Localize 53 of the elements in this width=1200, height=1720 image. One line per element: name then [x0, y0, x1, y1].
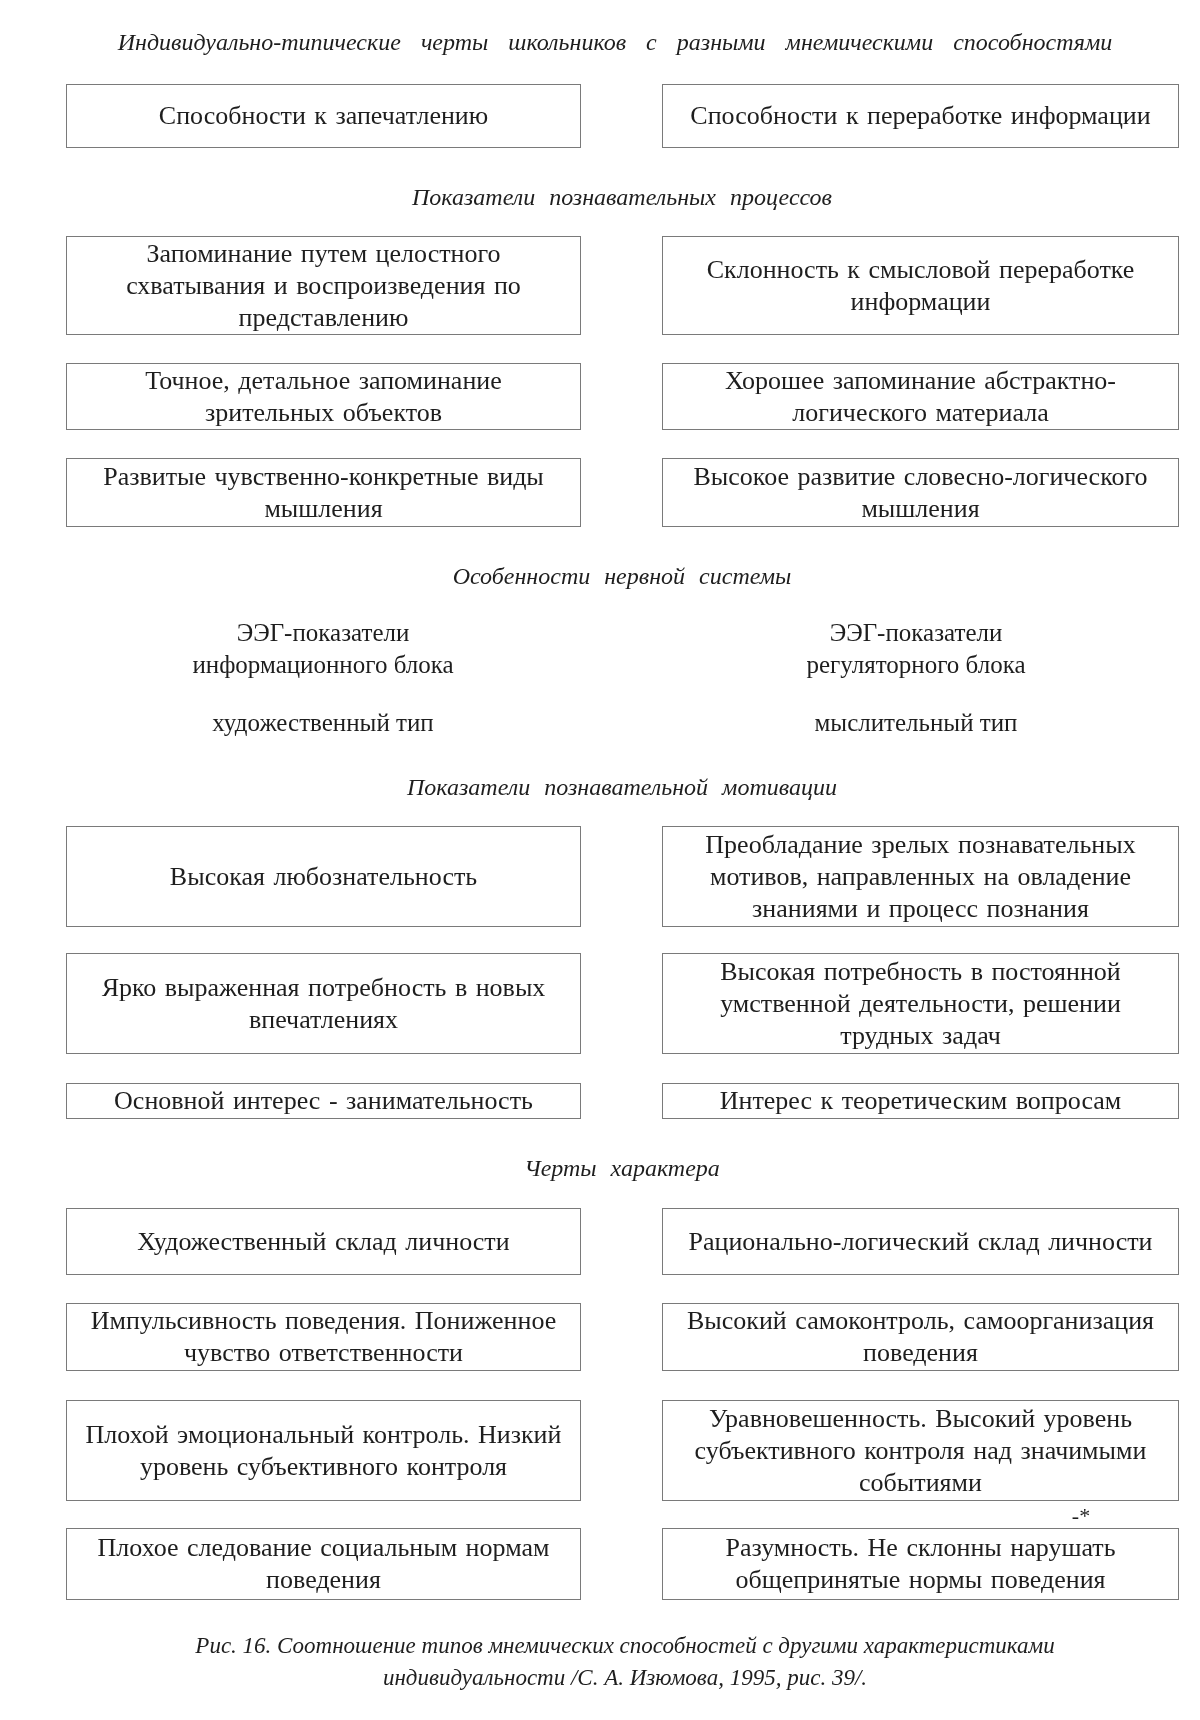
trait-text: Высокая потребность в постоянной умственной деятельности, решении трудных задач	[719, 955, 1122, 1052]
trait-box	[662, 1083, 1179, 1119]
eeg-label: ЭЭГ-показатели информационного блока	[191, 618, 455, 680]
trait-text: Склонность к смысловой переработке информации	[705, 253, 1136, 318]
trait-text: Разумность. Не склонны нарушать общепринятые нормы поведения	[724, 1532, 1117, 1596]
section-heading: Показатели познавательной мотивации	[406, 773, 838, 802]
trait-box	[662, 363, 1179, 430]
trait-box	[66, 363, 581, 430]
trait-box	[662, 953, 1179, 1054]
footnote-mark: -*	[1070, 1502, 1092, 1530]
trait-box	[66, 826, 581, 927]
trait-box	[662, 826, 1179, 927]
trait-box	[662, 458, 1179, 527]
trait-box	[662, 1528, 1179, 1600]
trait-box	[662, 1400, 1179, 1501]
trait-box	[66, 1400, 581, 1501]
figure-caption: Рис. 16. Соотношение типов мнемических способностей с другими характеристиками индивидуальности /С. А. Изюмова, 1995, рис. 39/.	[194, 1632, 1056, 1692]
trait-text: Хорошее запоминание абстрактно-логического материала	[723, 364, 1118, 429]
trait-box	[662, 1208, 1179, 1275]
trait-text: Высокий самоконтроль, самоорганизация поведения	[685, 1305, 1155, 1369]
trait-box	[66, 953, 581, 1054]
trait-text: Уравновешенность. Высокий уровень субъективного контроля над значимыми событиями	[693, 1402, 1148, 1499]
trait-text: Плохой эмоциональный контроль. Низкий уровень субъективного контроля	[85, 1418, 562, 1483]
eeg-label: ЭЭГ-показатели регуляторного блока	[805, 618, 1027, 680]
trait-box	[66, 236, 581, 335]
trait-box	[66, 458, 581, 527]
trait-text: Импульсивность поведения. Пониженное чувство ответственности	[89, 1305, 558, 1369]
trait-text: Плохое следование социальным нормам поведения	[96, 1532, 551, 1596]
trait-text: Запоминание путем целостного схватывания и воспроизведения по представлению	[125, 237, 522, 334]
section-heading: Особенности нервной системы	[451, 562, 793, 591]
trait-text: Преобладание зрелых познавательных мотивов, направленных на овладение знаниями и процесс познания	[704, 828, 1137, 925]
trait-box	[66, 84, 581, 148]
trait-text: Интерес к теоретическим вопросам	[719, 1085, 1122, 1117]
diagram-title: Индивидуально-типические черты школьников с разными мнемическими способностями	[116, 28, 1114, 57]
trait-text: Точное, детальное запоминание зрительных объектов	[144, 364, 503, 429]
trait-box	[66, 1083, 581, 1119]
trait-text: Высокое развитие словесно-логического мышления	[692, 460, 1149, 525]
type-label: художественный тип	[211, 708, 435, 738]
trait-box	[662, 236, 1179, 335]
trait-text: Ярко выраженная потребность в новых впечатлениях	[100, 971, 547, 1036]
trait-text: Художественный склад личности	[137, 1225, 510, 1258]
section-heading: Показатели познавательных процессов	[411, 183, 833, 212]
section-heading: Черты характера	[523, 1154, 721, 1183]
trait-text: Высокая любознательность	[169, 860, 478, 893]
trait-text: Развитые чувственно-конкретные виды мышления	[102, 460, 545, 525]
trait-box	[66, 1528, 581, 1600]
trait-text: Рационально-логический склад личности	[688, 1225, 1153, 1258]
trait-text: Способности к переработке информации	[690, 100, 1151, 132]
trait-text: Способности к запечатлению	[158, 100, 489, 132]
type-label: мыслительный тип	[813, 708, 1019, 738]
trait-box	[66, 1208, 581, 1275]
trait-text: Основной интерес - занимательность	[114, 1085, 533, 1117]
trait-box	[662, 84, 1179, 148]
